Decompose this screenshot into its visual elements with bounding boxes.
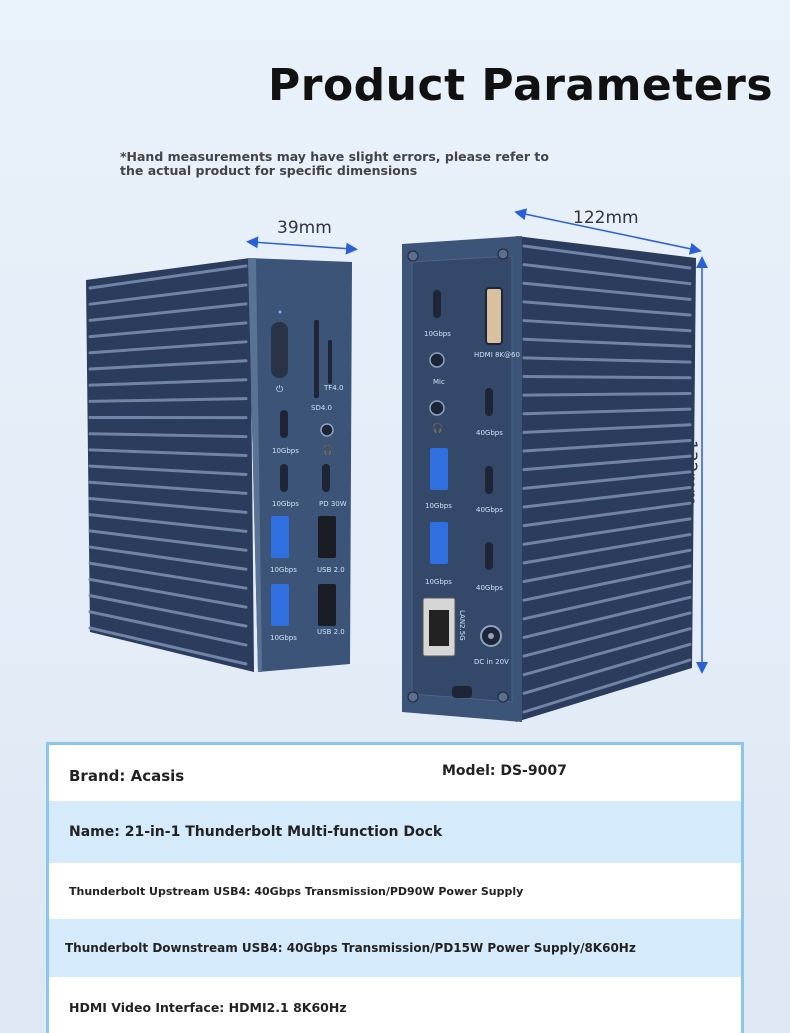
fin <box>88 496 248 514</box>
fin <box>522 533 692 565</box>
usb-a-port <box>271 516 289 558</box>
fin <box>88 610 248 647</box>
fin <box>88 561 248 590</box>
fin <box>88 577 248 609</box>
fin <box>522 501 692 528</box>
fin <box>88 529 248 552</box>
svg-text:10Gbps: 10Gbps <box>424 330 451 338</box>
fin <box>522 611 692 658</box>
fin <box>522 337 692 348</box>
fin <box>88 626 248 666</box>
fin <box>522 300 692 317</box>
fin <box>522 281 692 301</box>
fin <box>88 464 248 476</box>
sd-slot <box>314 320 319 398</box>
heat-sink-fins <box>88 264 248 666</box>
heat-sink-fins <box>522 244 692 714</box>
fin <box>522 438 692 453</box>
fin <box>522 486 692 509</box>
spec-table: Brand: Acasis Model: DS-9007 Name: 21-in… <box>46 742 744 1033</box>
brand-cell: Brand: Acasis <box>69 767 185 785</box>
upstream-cell: Thunderbolt Upstream USB4: 40Gbps Transm… <box>69 884 524 898</box>
front-device: ⏻ TF4.0 SD4.0 10Gbps 🎧 10Gbps PD 30W 10G… <box>86 258 352 672</box>
fin <box>88 545 248 571</box>
spec-row: Brand: Acasis Model: DS-9007 <box>49 745 741 801</box>
fin <box>88 378 248 387</box>
svg-text:Mic: Mic <box>433 378 445 386</box>
fin <box>522 564 692 602</box>
model-cell: Model: DS-9007 <box>442 763 567 779</box>
depth-arrow <box>514 208 702 255</box>
spec-row: HDMI Video Interface: HDMI2.1 8K60Hz <box>49 977 741 1033</box>
lock-slot <box>452 686 472 698</box>
fin <box>522 595 692 639</box>
power-button <box>271 322 288 378</box>
fin <box>522 423 692 434</box>
fin <box>88 283 248 306</box>
svg-text:10Gbps: 10Gbps <box>425 578 452 586</box>
fin <box>88 302 248 322</box>
fin <box>522 454 692 472</box>
width-dimension: 39mm <box>277 218 332 238</box>
svg-text:USB 2.0: USB 2.0 <box>317 566 345 574</box>
fin <box>522 263 692 286</box>
product-illustration: ⏻ TF4.0 SD4.0 10Gbps 🎧 10Gbps PD 30W 10G… <box>86 208 708 722</box>
fin <box>88 480 248 495</box>
svg-text:LAN2.5G: LAN2.5G <box>458 610 466 641</box>
fin <box>522 374 692 380</box>
fin <box>88 359 248 371</box>
svg-text:PD 30W: PD 30W <box>319 500 347 508</box>
fin <box>522 391 692 397</box>
fin <box>522 548 692 584</box>
svg-text:10Gbps: 10Gbps <box>272 500 299 508</box>
fin <box>522 627 692 677</box>
fin <box>522 244 692 270</box>
fin <box>522 517 692 546</box>
fin <box>522 658 692 714</box>
fin <box>88 397 248 403</box>
svg-text:🎧: 🎧 <box>432 422 443 434</box>
svg-text:DC in 20V: DC in 20V <box>474 658 509 666</box>
fin <box>88 432 248 439</box>
hdmi-cell: HDMI Video Interface: HDMI2.1 8K60Hz <box>69 999 347 1015</box>
svg-text:40Gbps: 40Gbps <box>476 429 503 437</box>
fin <box>88 513 248 533</box>
measurement-note: *Hand measurements may have slight error… <box>120 149 549 178</box>
svg-text:HDMI 8K@60: HDMI 8K@60 <box>474 351 520 359</box>
fin <box>522 580 692 621</box>
svg-text:40Gbps: 40Gbps <box>476 506 503 514</box>
fin <box>522 470 692 490</box>
svg-text:USB 2.0: USB 2.0 <box>317 628 345 636</box>
fin <box>522 407 692 416</box>
spec-row: Thunderbolt Upstream USB4: 40Gbps Transm… <box>49 863 741 919</box>
fin <box>88 264 248 290</box>
fin <box>522 319 692 333</box>
fin <box>88 321 248 339</box>
svg-text:🎧: 🎧 <box>322 444 333 456</box>
fin <box>88 448 248 458</box>
svg-text:TF4.0: TF4.0 <box>323 384 343 392</box>
svg-text:10Gbps: 10Gbps <box>270 634 297 642</box>
svg-text:⏻: ⏻ <box>276 384 283 395</box>
svg-text:10Gbps: 10Gbps <box>272 447 299 455</box>
name-cell: Name: 21-in-1 Thunderbolt Multi-function… <box>69 824 443 840</box>
svg-text:40Gbps: 40Gbps <box>476 584 503 592</box>
width-arrow <box>246 236 358 255</box>
downstream-cell: Thunderbolt Downstream USB4: 40Gbps Tran… <box>65 941 636 955</box>
back-device: 10Gbps HDMI 8K@60 Mic 🎧 40Gbps 10Gbps 40… <box>402 236 696 722</box>
svg-text:SD4.0: SD4.0 <box>311 404 332 412</box>
fin <box>88 594 248 628</box>
page-title: Product Parameters <box>268 60 774 111</box>
fin <box>522 642 692 695</box>
tf-slot <box>328 340 332 384</box>
spec-row: Name: 21-in-1 Thunderbolt Multi-function… <box>49 801 741 863</box>
spec-row: Thunderbolt Downstream USB4: 40Gbps Tran… <box>49 919 741 977</box>
fin <box>522 356 692 364</box>
fin <box>88 340 248 355</box>
svg-text:10Gbps: 10Gbps <box>425 502 452 510</box>
svg-text:10Gbps: 10Gbps <box>270 566 297 574</box>
